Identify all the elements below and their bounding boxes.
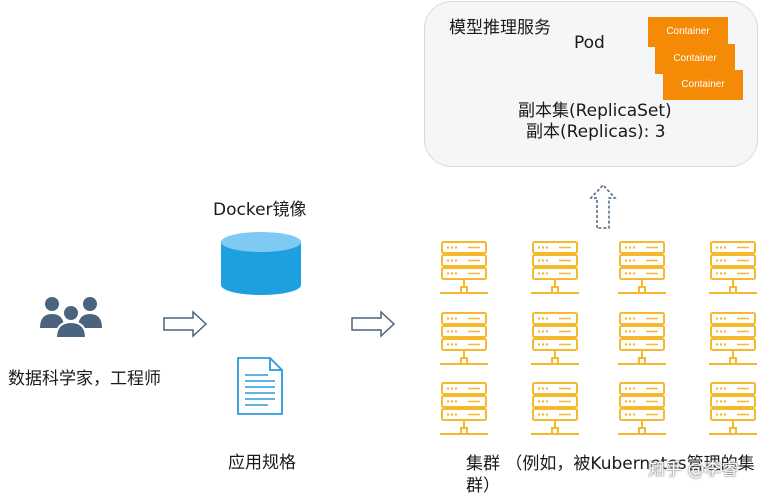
watermark: 知乎 @李睿 (648, 460, 739, 480)
users-label: 数据科学家，工程师 (8, 369, 161, 389)
container-box: Container (663, 70, 743, 100)
server-rack-icon (531, 312, 579, 365)
replicas-label: 副本(Replicas): 3 (526, 122, 666, 142)
server-rack-icon (531, 241, 579, 294)
app-spec-label: 应用规格 (228, 453, 296, 473)
server-rack-icon (531, 382, 579, 435)
server-rack-icon (618, 312, 666, 365)
pod-label: Pod (574, 33, 605, 53)
database-cylinder-icon (221, 232, 301, 295)
right-arrow-icon (163, 310, 208, 338)
cluster-label-line2: 群） (466, 476, 500, 496)
container-box: Container (655, 44, 735, 74)
server-rack-icon (709, 312, 757, 365)
server-rack-icon (709, 382, 757, 435)
document-icon (237, 357, 283, 415)
server-rack-icon (440, 312, 488, 365)
server-rack-icon (618, 382, 666, 435)
right-arrow-icon (351, 310, 396, 338)
replicaset-label: 副本集(ReplicaSet) (518, 101, 672, 121)
server-rack-icon (440, 241, 488, 294)
people-group-icon (40, 297, 102, 339)
container-box: Container (648, 17, 728, 47)
pod-panel-title: 模型推理服务 (449, 18, 551, 38)
cluster-servers (440, 241, 757, 435)
server-rack-icon (618, 241, 666, 294)
cluster-label-line1: 集群 （例如，被Kubernetes管理的集 (466, 454, 755, 474)
server-rack-icon (709, 241, 757, 294)
dashed-up-arrow-icon (589, 183, 617, 229)
server-rack-icon (440, 382, 488, 435)
docker-image-label: Docker镜像 (213, 200, 307, 220)
